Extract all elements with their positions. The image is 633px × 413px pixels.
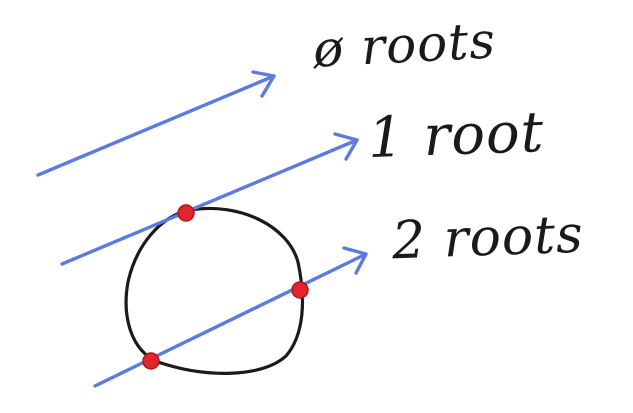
line-one-root-arrowhead bbox=[333, 132, 359, 161]
closed-curve bbox=[124, 206, 305, 375]
line-two-roots bbox=[93, 246, 368, 388]
line-one-root bbox=[60, 132, 359, 266]
line-zero-roots bbox=[36, 70, 276, 177]
label-one-root: 1 root bbox=[366, 99, 546, 172]
line-two-roots-arrowhead bbox=[342, 246, 368, 275]
line-zero-roots-shaft bbox=[36, 74, 276, 177]
intersection-point-right bbox=[291, 281, 309, 299]
label-two-roots: 2 roots bbox=[391, 204, 585, 272]
line-one-root-shaft bbox=[60, 138, 359, 266]
label-zero-roots: ø roots bbox=[311, 11, 498, 79]
line-two-roots-shaft bbox=[93, 252, 368, 388]
intersection-point-tangent bbox=[177, 204, 195, 222]
intersection-point-bottom bbox=[142, 352, 160, 370]
line-zero-roots-arrowhead bbox=[251, 70, 276, 98]
